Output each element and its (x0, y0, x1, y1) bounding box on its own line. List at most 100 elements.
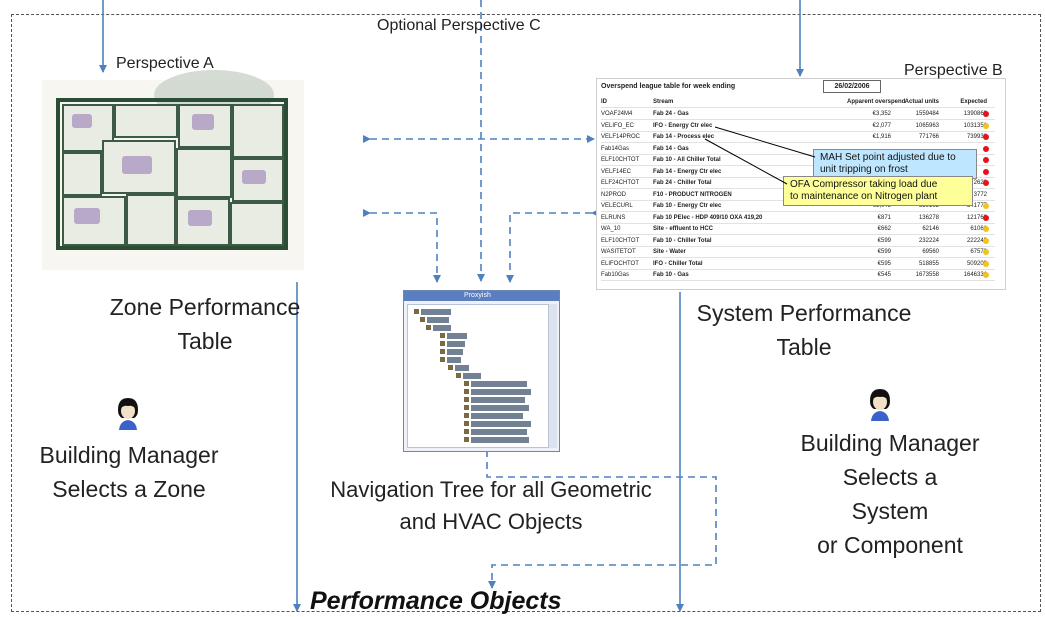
callout-ofa: OFA Compressor taking load due to mainte… (783, 176, 973, 206)
performance-objects-label: Performance Objects (310, 587, 562, 615)
table-cell: 518855 (918, 260, 939, 267)
floor-plan-image[interactable] (42, 70, 304, 270)
status-dot (983, 260, 989, 267)
table-row[interactable]: Fab10Gas Fab 10 - Gas €545 1673558 1646331 (601, 270, 995, 281)
table-cell: VELECURL (601, 203, 633, 209)
table-cell: Site - effluent to HCC (653, 226, 713, 232)
table-cell: €1,043 (872, 203, 891, 209)
table-cell: €545 (877, 272, 891, 278)
table-header-cell: Stream (653, 99, 674, 105)
table-cell: 771766 (918, 134, 939, 140)
table-cell: Fab10Gas (601, 272, 630, 278)
table-cell: €599 (877, 249, 891, 255)
system-performance-table-label: System Performance Table (696, 300, 912, 360)
status-dot (983, 226, 989, 232)
table-title: Overspend league table for week ending (601, 83, 736, 90)
table-cell: €662 (877, 226, 891, 232)
table-cell: WASITETOT (601, 249, 636, 255)
status-dot (983, 122, 989, 129)
table-cell: 509209 (966, 260, 987, 267)
building-manager-system-label: Building Manager Selects a System or Com… (800, 430, 980, 558)
table-cell: €595 (877, 260, 891, 267)
table-cell: WA_10 (601, 226, 621, 232)
nav-scrollbar[interactable] (549, 304, 557, 448)
table-cell: 1559484 (915, 111, 939, 117)
table-cell: Fab 10 - Chiller Total (653, 237, 712, 244)
table-cell: 1031351 (963, 122, 987, 129)
overspend-league-table[interactable]: Overspend league table for week ending 2… (596, 78, 1006, 290)
arrow-zone-system-lower (363, 209, 441, 283)
table-cell: 1390869 (963, 111, 987, 117)
table-cell: Fab 14 - Process elec (653, 134, 715, 140)
table-row[interactable]: Fab14Gas Fab 14 - Gas (601, 144, 995, 155)
table-header-cell: ID (601, 99, 607, 105)
user-icon (870, 389, 890, 421)
zone-performance-table-label: Zone Performance Table (109, 294, 301, 354)
table-cell: Fab14Gas (601, 145, 630, 152)
table-row[interactable]: ELF10CHTOT Fab 10 - All Chiller Total (601, 155, 995, 166)
user-icon (118, 398, 138, 430)
navigation-tree-label: Navigation Tree for all Geometric and HV… (330, 477, 652, 534)
callout-mah: MAH Set point adjusted due to unit tripp… (813, 149, 977, 179)
arrow-system-nav (506, 209, 599, 283)
table-cell: IFO - Chiller Total (653, 260, 703, 267)
table-cell: ELF24CHTOT (601, 180, 640, 186)
status-dot (983, 237, 989, 244)
status-dot (983, 111, 989, 117)
table-cell: Fab 10 - All Chiller Total (653, 157, 721, 163)
table-cell: 2628 (973, 180, 987, 186)
callout-pointers (704, 126, 816, 185)
table-cell: Site - Water (653, 249, 686, 255)
table-cell: Fab 24 - Gas (653, 111, 689, 117)
table-cell: €3,352 (872, 111, 891, 117)
status-dot (983, 214, 989, 221)
table-row[interactable]: WA_10 Site - effluent to HCC €662 62146 6106… (601, 224, 995, 235)
nav-window-titlebar: Proxyish (404, 291, 559, 301)
table-cell: F10 - PRODUCT NITROGEN (653, 191, 732, 198)
perspective-a-label: Perspective A (116, 55, 214, 72)
status-dot (983, 272, 989, 278)
table-cell: Fab 24 - Chiller Total (653, 180, 712, 186)
table-cell: 559162 (918, 203, 939, 209)
table-cell: €1,916 (872, 134, 891, 140)
status-dot (983, 203, 989, 209)
table-cell: Fab 10 - Gas (653, 272, 689, 278)
table-cell: 1673558 (915, 272, 939, 278)
table-cell: 67578 (970, 249, 987, 255)
table-cell: ELF10CHTOT (601, 237, 640, 244)
perspective-b-label: Perspective B (904, 62, 1003, 79)
table-cell: 121769 (966, 214, 987, 221)
table-cell: ELF10CHTOT (601, 157, 640, 163)
nav-tree[interactable] (407, 304, 549, 448)
table-cell: 1646331 (963, 272, 987, 278)
table-cell: VELF14PROC (601, 134, 641, 140)
navigation-tree-window[interactable]: Proxyish (403, 290, 560, 452)
arrow-nav-to-performance (486, 450, 717, 589)
table-row[interactable]: VELF14PROC Fab 14 - Process elec €1,916 771… (601, 132, 995, 143)
table-cell: VELF14EC (601, 168, 632, 175)
table-cell: 232224 (918, 237, 939, 244)
table-cell: N2PROD (601, 191, 627, 198)
table-header-cell: Actual units (904, 99, 939, 105)
table-cell: IFO - Energy Ctr elec (653, 122, 713, 129)
table-cell: 1065963 (915, 122, 939, 129)
table-cell: 3772 (973, 191, 987, 198)
table-cell: 61061 (970, 226, 987, 232)
table-cell: Fab 14 - Gas (653, 145, 689, 152)
table-cell: 222240 (966, 237, 987, 244)
status-dot (983, 180, 989, 186)
table-cell: €871 (877, 214, 891, 221)
table-cell: €2,077 (872, 122, 891, 129)
table-cell: 62146 (922, 226, 939, 232)
optional-perspective-c-label: Optional Perspective C (377, 17, 541, 34)
status-dot (983, 168, 989, 175)
